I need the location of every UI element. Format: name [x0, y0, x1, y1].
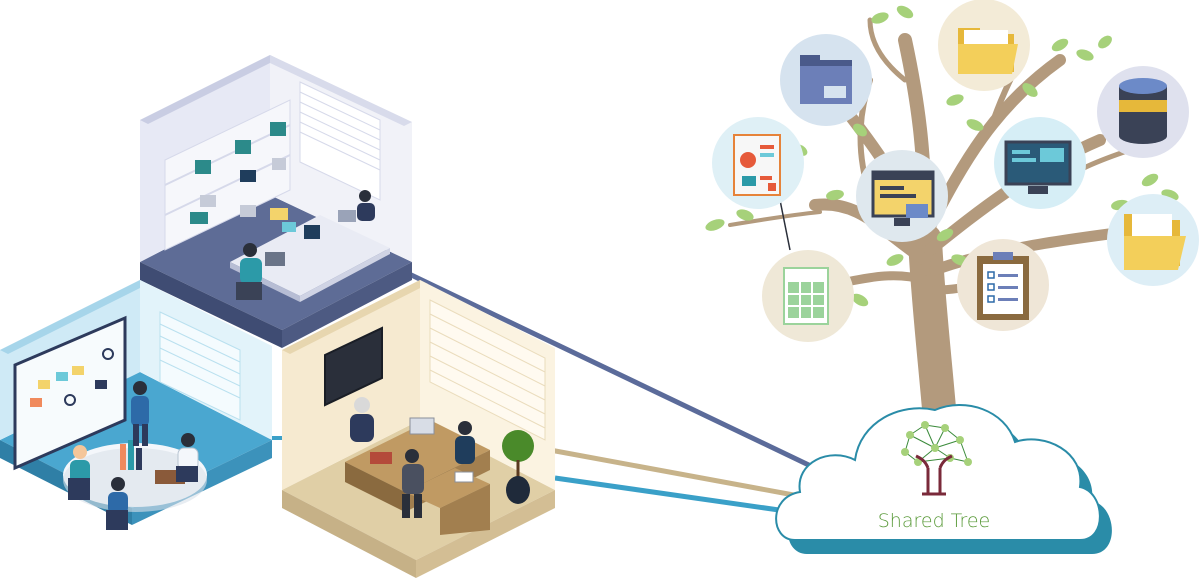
- window-blinds-meeting: [159, 311, 241, 421]
- person-seated-headset: [236, 243, 285, 300]
- shared-tree-cloud: Shared Tree: [775, 404, 1112, 554]
- dashboard-monitor-icon: [994, 117, 1086, 209]
- whiteboard: [13, 315, 127, 471]
- bookshelf: [164, 99, 291, 251]
- network-tree-logo-icon: [901, 421, 972, 496]
- person-seated-front: [106, 477, 128, 530]
- connector-upper-room: [403, 269, 817, 471]
- wall-television: [324, 326, 383, 407]
- window-blinds: [299, 81, 381, 201]
- person-seated-laptop: [338, 190, 375, 222]
- room-executive-office: [282, 280, 555, 578]
- folder-documents-icon: [1107, 194, 1199, 286]
- connection-lines: [270, 269, 817, 516]
- folder-yellow-icon: [938, 0, 1030, 91]
- room-meeting: [0, 280, 272, 530]
- connector-meeting-room-b: [554, 475, 801, 516]
- person-seated-left: [68, 445, 90, 500]
- person-seated-right: [176, 433, 199, 482]
- potted-plant: [502, 430, 534, 504]
- database-icon: [1097, 66, 1189, 158]
- code-monitor-icon: [856, 150, 948, 242]
- person-executive-front: [402, 449, 424, 518]
- report-document-icon: [712, 117, 804, 209]
- person-standing: [131, 381, 149, 446]
- checklist-clipboard-icon: [957, 239, 1049, 331]
- room-library-workspace: [140, 55, 412, 348]
- tree: [705, 0, 1199, 437]
- folder-blue-icon: [780, 34, 872, 126]
- spreadsheet-icon: [762, 250, 854, 342]
- person-executive-right: [455, 421, 475, 464]
- person-elder-executive: [350, 397, 374, 442]
- connector-office-room: [549, 447, 811, 501]
- meeting-table: [63, 440, 207, 512]
- window-blinds-office: [429, 299, 546, 441]
- cloud-label: Shared Tree: [878, 510, 991, 532]
